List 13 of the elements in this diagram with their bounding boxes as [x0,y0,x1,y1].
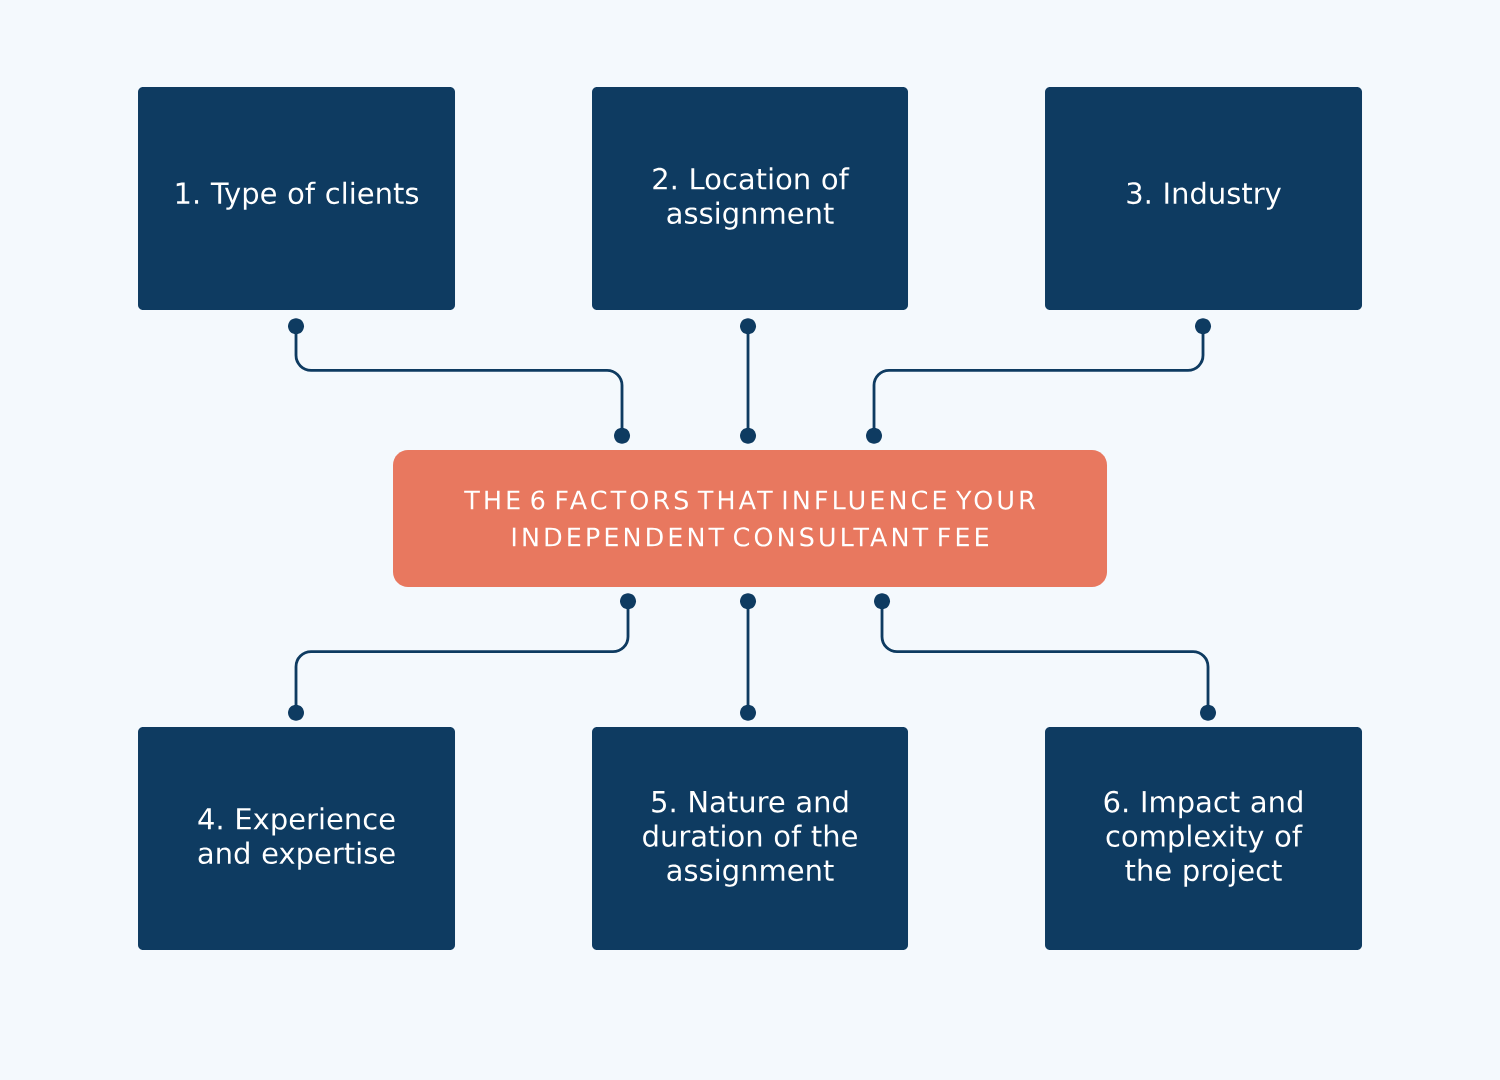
factor-box: 1. Type of clients [138,87,455,310]
factor-box: 3. Industry [1045,87,1362,310]
factor-box: 5. Nature and duration of the assignment [592,727,908,950]
connector-line [288,593,636,721]
connector-line [740,593,756,721]
connector-line [874,593,1216,721]
connector-line [740,318,756,444]
title-banner: THE 6 FACTORS THAT INFLUENCE YOUR INDEPENDENT CONSULTANT FEE [393,450,1107,587]
connector-line [866,318,1211,444]
connector-line [288,318,630,444]
factor-box: 6. Impact and complexity of the project [1045,727,1362,950]
factor-box: 2. Location of assignment [592,87,908,310]
factor-box: 4. Experience and expertise [138,727,455,950]
